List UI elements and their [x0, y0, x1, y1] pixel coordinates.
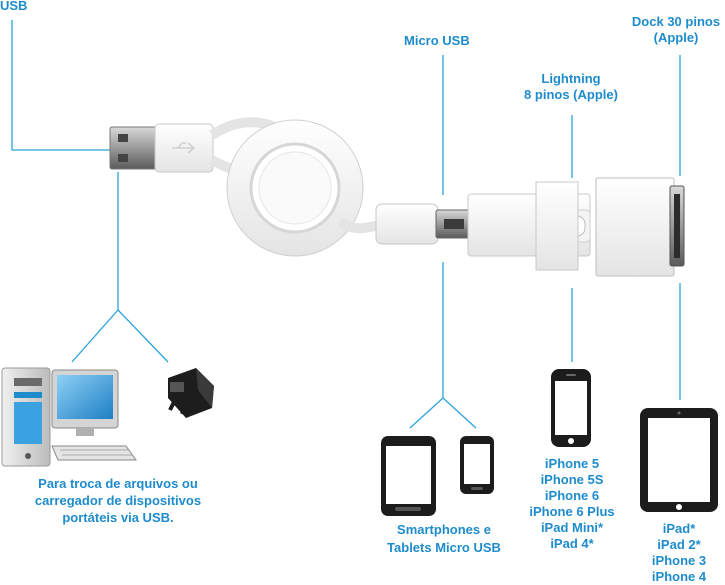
smartphone-icon — [460, 436, 494, 494]
dock-adapter — [535, 181, 579, 271]
micro-usb-label: Micro USB — [404, 33, 470, 48]
usb-line — [11, 20, 110, 151]
dock-devices-list: iPad* iPad 2* iPhone 3 iPhone 4 — [651, 521, 707, 584]
lightning-devices-list: iPhone 5 iPhone 5S iPhone 6 iPhone 6 Plu… — [529, 456, 615, 551]
tablet-icon — [381, 436, 436, 516]
usb-use-caption: Para troca de arquivos ou carregador de … — [34, 476, 202, 525]
micro-usb-plug — [375, 203, 439, 245]
micro-devices-caption: Smartphones e Tablets Micro USB — [387, 522, 501, 555]
usb-branch-line — [71, 309, 169, 363]
usb-label: USB — [0, 0, 28, 13]
connector-lines — [11, 20, 681, 429]
lightning-label: Lightning 8 pinos (Apple) — [524, 71, 618, 102]
desktop-computer-icon — [1, 367, 137, 467]
retractable-cable-icon — [109, 117, 685, 277]
usb-plug-metal — [109, 126, 159, 170]
ipad-icon — [640, 408, 718, 512]
micro-usb-branch-line — [409, 397, 477, 429]
dock-label: Dock 30 pinos (Apple) — [631, 14, 721, 45]
wall-charger-icon — [168, 368, 214, 418]
iphone-icon — [551, 369, 591, 447]
